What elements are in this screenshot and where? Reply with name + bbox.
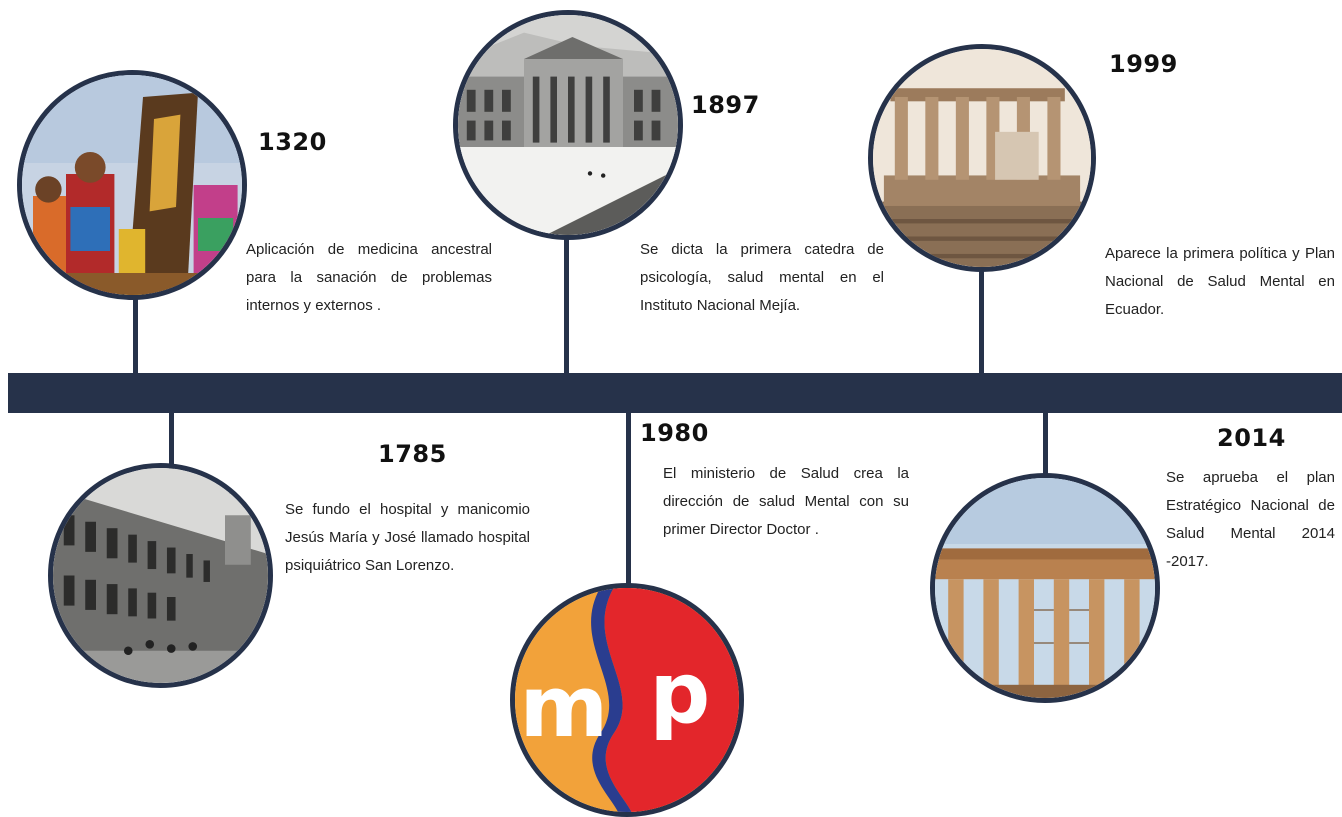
connector-1999 (979, 268, 984, 375)
year-1320: 1320 (258, 128, 327, 156)
image-1897 (453, 10, 683, 240)
year-1785: 1785 (378, 440, 447, 468)
logo-letter-m: m (519, 658, 608, 757)
logo-letter-p: p (649, 644, 710, 743)
description-1320: Aplicación de medicina ancestral para la… (246, 241, 492, 314)
description-1980: El ministerio de Salud crea la dirección… (663, 465, 909, 538)
image-1999 (868, 44, 1096, 272)
description-1897: Se dicta la primera catedra de psicologí… (640, 241, 884, 314)
connector-1897 (564, 230, 569, 375)
connector-1785 (169, 411, 174, 471)
msp-logo: m p (510, 583, 744, 817)
year-1897: 1897 (691, 91, 760, 119)
timeline-bar (8, 373, 1342, 413)
description-2014: Se aprueba el plan Estratégico Nacional … (1166, 469, 1335, 570)
connector-1320 (133, 285, 138, 375)
year-1999: 1999 (1109, 50, 1178, 78)
connector-1980 (626, 411, 631, 591)
image-2014 (930, 473, 1160, 703)
description-1999: Aparece la primera política y Plan Nacio… (1105, 245, 1335, 318)
year-2014: 2014 (1217, 424, 1286, 452)
image-1320 (17, 70, 247, 300)
year-1980: 1980 (640, 419, 709, 447)
connector-2014 (1043, 411, 1048, 481)
description-1785: Se fundo el hospital y manicomio Jesús M… (285, 501, 530, 574)
image-1785 (48, 463, 273, 688)
